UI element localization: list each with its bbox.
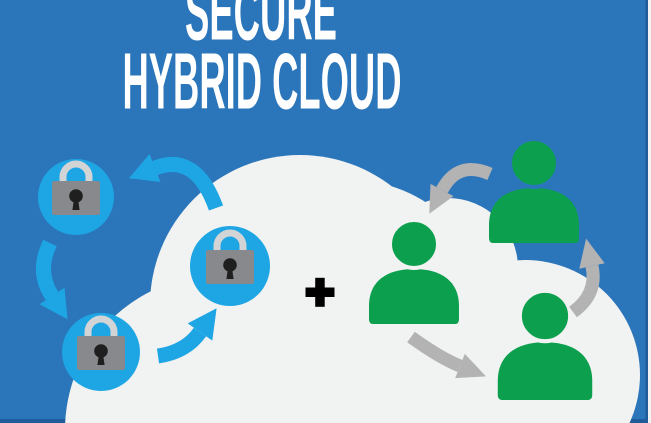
padlock-keyhole <box>223 258 237 279</box>
curved-arrow-icon-gray-top <box>429 163 493 214</box>
user-body <box>489 188 579 243</box>
curved-arrow-icon-gray-right <box>568 238 605 318</box>
padlock-shackle <box>84 315 118 338</box>
arrow-band <box>156 327 207 364</box>
lock-badge-1 <box>38 159 114 235</box>
arrow-band <box>36 239 59 301</box>
padlock-icon <box>77 315 125 370</box>
user-head <box>517 288 573 344</box>
padlock-icon <box>52 160 100 215</box>
lock-badge-3 <box>62 313 140 391</box>
arrow-head <box>187 308 217 341</box>
blue-cycle-arrows <box>36 154 224 364</box>
arrow-head <box>429 183 454 214</box>
curved-arrow-icon-blue-left <box>36 239 68 320</box>
arrow-band <box>152 156 224 211</box>
plus-icon <box>305 277 335 307</box>
user-icon-a <box>489 137 579 243</box>
arrow-head <box>455 353 486 379</box>
arrow-band <box>407 331 463 373</box>
user-body <box>369 269 459 324</box>
padlock-keyhole <box>94 344 108 365</box>
user-icon-c <box>497 288 593 400</box>
arrow-head <box>128 154 161 182</box>
right-border-strip <box>648 0 651 423</box>
right-border-line <box>645 0 648 423</box>
padlock-shackle <box>213 229 247 252</box>
arrow-head <box>39 287 68 320</box>
padlock-shackle <box>59 160 93 183</box>
user-body <box>497 342 593 400</box>
user-head <box>388 218 440 270</box>
curved-arrow-icon-gray-bottom <box>407 331 486 379</box>
title-line-2: HYBRID CLOUD <box>123 37 402 126</box>
page-title: SECURE HYBRID CLOUD <box>123 0 402 126</box>
arrow-band <box>568 264 600 318</box>
user-icon-b <box>369 218 459 324</box>
arrow-head <box>579 238 605 269</box>
gray-cycle-arrows <box>407 163 605 379</box>
arrow-band <box>436 163 493 194</box>
user-head <box>508 137 560 189</box>
lock-badge-2 <box>190 226 270 306</box>
padlock-icon <box>206 229 254 284</box>
curved-arrow-icon-blue-bottom <box>156 308 217 364</box>
curved-arrow-icon-blue-top <box>128 154 224 211</box>
title-line-1: SECURE <box>185 0 337 57</box>
padlock-keyhole <box>69 189 83 210</box>
